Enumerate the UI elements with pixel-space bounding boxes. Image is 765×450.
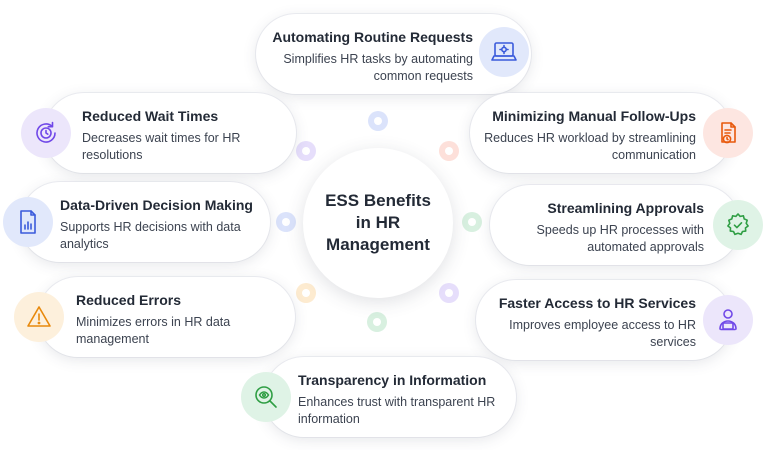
benefit-description: Supports HR decisions with data analytic… — [60, 220, 241, 251]
benefit-title: Transparency in Information — [298, 372, 487, 388]
benefit-title: Reduced Errors — [76, 292, 182, 308]
connector-dot — [276, 212, 296, 232]
benefit-description: Reduces HR workload by streamlining comm… — [484, 131, 696, 162]
benefit-card-faster-access-to-hr-services: Faster Access to HR Services Improves em… — [476, 280, 732, 360]
benefit-card-reduced-errors: Reduced Errors Minimizes errors in HR da… — [38, 277, 295, 357]
user-laptop-icon — [703, 295, 753, 345]
benefit-description: Minimizes errors in HR data management — [76, 315, 231, 346]
benefit-card-minimizing-manual-follow-ups: Minimizing Manual Follow-Ups Reduces HR … — [470, 93, 732, 173]
benefit-title: Minimizing Manual Follow-Ups — [492, 108, 696, 124]
gear-check-icon — [713, 200, 763, 250]
document-clock-icon — [703, 108, 753, 158]
benefit-title: Faster Access to HR Services — [498, 295, 696, 311]
benefit-card-data-driven-decision-making: Data-Driven Decision Making Supports HR … — [20, 182, 270, 262]
benefit-description: Enhances trust with transparent HR infor… — [298, 395, 496, 426]
connector-dot — [296, 283, 316, 303]
benefit-description: Improves employee access to HR services — [509, 318, 696, 349]
benefit-description: Decreases wait times for HR resolutions — [82, 131, 241, 162]
benefit-title: Data-Driven Decision Making — [60, 197, 253, 213]
benefit-title: Reduced Wait Times — [82, 108, 219, 124]
benefit-title: Streamlining Approvals — [547, 200, 704, 216]
clock-refresh-icon — [21, 108, 71, 158]
connector-dot — [367, 312, 387, 332]
benefit-description: Simplifies HR tasks by automating common… — [283, 52, 473, 83]
connector-dot — [439, 141, 459, 161]
warning-icon — [14, 292, 64, 342]
laptop-gear-icon — [479, 27, 529, 77]
benefit-card-transparency-in-information: Transparency in Information Enhances tru… — [264, 357, 516, 437]
benefit-card-reduced-wait-times: Reduced Wait Times Decreases wait times … — [44, 93, 296, 173]
connector-dot — [368, 111, 388, 131]
connector-dot — [439, 283, 459, 303]
benefit-title: Automating Routine Requests — [272, 29, 473, 45]
center-hub: ESS Benefits in HR Management — [303, 148, 453, 298]
report-chart-icon — [3, 197, 53, 247]
magnifier-eye-icon — [241, 372, 291, 422]
connector-dot — [462, 212, 482, 232]
connector-dot — [296, 141, 316, 161]
benefit-description: Speeds up HR processes with automated ap… — [536, 223, 704, 254]
center-title: ESS Benefits in HR Management — [325, 191, 431, 254]
benefit-card-streamlining-approvals: Streamlining Approvals Speeds up HR proc… — [490, 185, 740, 265]
